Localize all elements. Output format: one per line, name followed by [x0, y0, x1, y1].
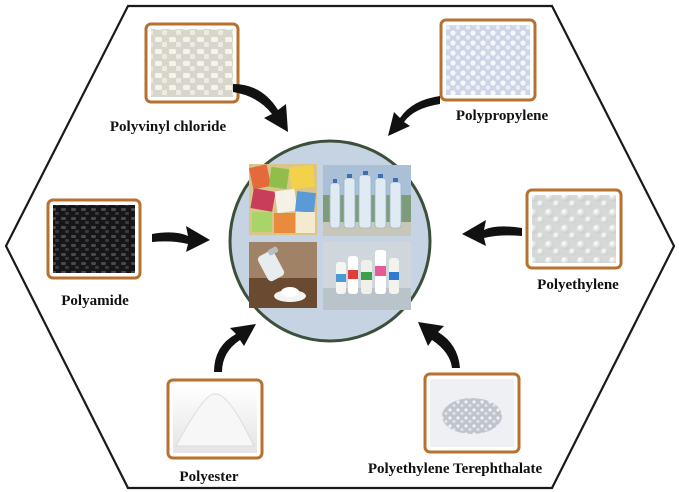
- food-packaging-photo: [248, 164, 317, 235]
- material-polyvinyl-chloride: Polyvinyl chloride: [110, 22, 240, 135]
- pvc-label: Polyvinyl chloride: [110, 119, 227, 135]
- pp-pellets-image: [446, 25, 530, 95]
- material-polyester: Polyester: [166, 378, 264, 485]
- pes-label: Polyester: [179, 469, 238, 485]
- pe-pellets-image: [532, 195, 616, 263]
- arrow-pe-to-center: [462, 220, 522, 246]
- arrows: [152, 84, 522, 372]
- arrow-pa-to-center: [152, 226, 210, 252]
- arrow-pvc-to-center: [233, 84, 288, 132]
- center-circle: [228, 139, 432, 343]
- salt-photo: [249, 242, 317, 308]
- pet-label: Polyethylene Terephthalate: [368, 461, 543, 477]
- material-polyethylene-terephthalate: Polyethylene Terephthalate: [368, 372, 543, 477]
- milk-bottles-photo: [323, 242, 411, 310]
- pe-label: Polyethylene: [537, 277, 619, 293]
- pa-pellets-image: [53, 205, 135, 273]
- pa-label: Polyamide: [61, 293, 129, 309]
- material-polyamide: Polyamide: [46, 198, 142, 309]
- pes-powder-heap: [175, 393, 255, 447]
- material-polypropylene: Polypropylene: [439, 18, 549, 124]
- arrow-pp-to-center: [388, 96, 440, 136]
- arrow-pet-to-center: [418, 322, 460, 368]
- pp-label: Polypropylene: [456, 108, 549, 124]
- material-polyethylene: Polyethylene: [525, 188, 623, 293]
- pet-flakes-heap: [442, 398, 502, 434]
- arrow-polyester-to-center: [214, 324, 256, 372]
- water-bottles-photo: [323, 165, 411, 236]
- pvc-pellets-image: [151, 29, 233, 97]
